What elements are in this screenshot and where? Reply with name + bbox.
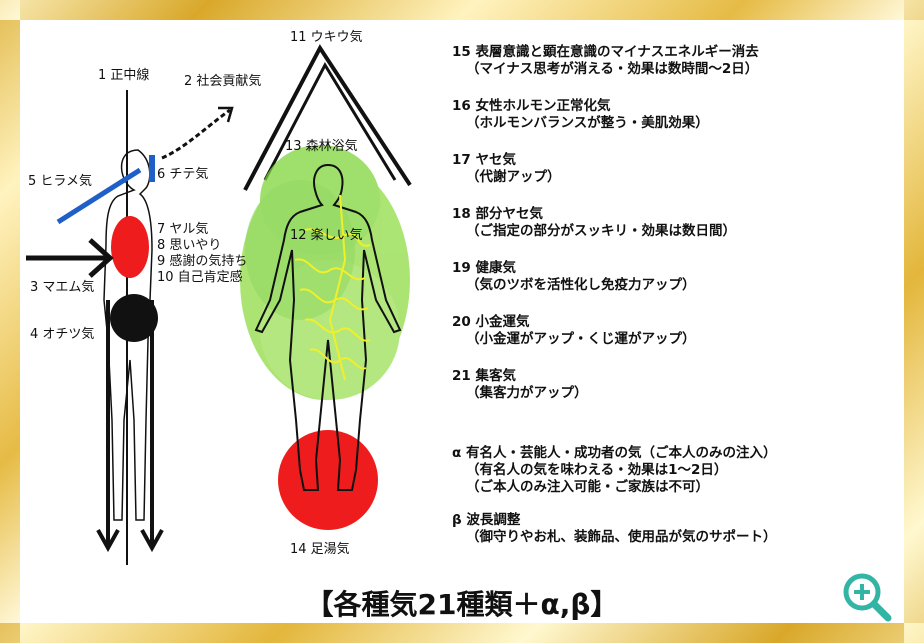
alpha-item: α 有名人・芸能人・成功者の気（ご本人のみの注入） （有名人の気を味わえる・効果… <box>452 445 777 495</box>
label-yaruki: 7 ヤル気 <box>157 222 209 237</box>
extra-list: α 有名人・芸能人・成功者の気（ご本人のみの注入） （有名人の気を味わえる・効果… <box>452 445 892 566</box>
yaruki-red-oval <box>111 216 149 278</box>
label-chite: 6 チテ気 <box>157 167 209 182</box>
list-item: 17 ヤセ気（代謝アップ） <box>452 152 561 185</box>
label-kansha: 9 感謝の気持ち <box>157 254 248 269</box>
beta-item: β 波長調整 （御守りやお札、装飾品、使用品が気のサポート） <box>452 512 777 545</box>
label-central-line: 1 正中線 <box>98 68 150 83</box>
label-omoiyari: 8 思いやり <box>157 238 222 253</box>
social-arrowhead <box>218 106 234 123</box>
label-maemu: 3 マエム気 <box>30 280 95 295</box>
tanoshii-yellow-scribbles <box>294 194 371 381</box>
left-arrowhead-1 <box>96 529 120 553</box>
list-item: 19 健康気（気のツボを活性化し免疫力アップ） <box>452 260 696 293</box>
label-tanoshii: 12 楽しい気 <box>290 228 363 243</box>
ukiuki-lines-inner <box>263 61 397 181</box>
zoom-in-icon[interactable] <box>843 573 892 622</box>
hirame-blue-line <box>56 167 142 225</box>
maemu-arrowhead <box>88 238 114 278</box>
ochitsu-black-circle <box>110 294 158 342</box>
list-item: 18 部分ヤセ気（ご指定の部分がスッキリ・効果は数日間） <box>452 206 736 239</box>
list-item: 15 表層意識と顕在意識のマイナスエネルギー消去（マイナス思考が消える・効果は数… <box>452 44 759 77</box>
list-item: 16 女性ホルモン正常化気（ホルモンバランスが整う・美肌効果） <box>452 98 709 131</box>
label-shinrinyoku: 13 森林浴気 <box>285 139 358 154</box>
label-hirame: 5 ヒラメ気 <box>28 174 93 189</box>
label-jiko-kotei: 10 自己肯定感 <box>157 270 243 285</box>
label-social-contribution: 2 社会貢献気 <box>184 74 262 89</box>
label-ochitsu: 4 オチツ気 <box>30 327 95 342</box>
ukiuki-lines <box>243 44 412 191</box>
effect-list: 15 表層意識と顕在意識のマイナスエネルギー消去（マイナス思考が消える・効果は数… <box>452 44 892 422</box>
label-ashiyu: 14 足湯気 <box>290 542 350 557</box>
right-body-outline <box>254 163 402 491</box>
list-item: 20 小金運気（小金運がアップ・くじ運がアップ） <box>452 314 696 347</box>
left-arrowhead-2 <box>140 529 164 553</box>
ashiyu-red-ball <box>278 430 378 530</box>
list-item: 21 集客気（集客力がアップ） <box>452 368 588 401</box>
page-title: 【各種気21種類＋α,β】 <box>305 588 619 621</box>
social-contribution-arrow <box>161 108 231 160</box>
label-ukiuki: 11 ウキウ気 <box>290 30 363 45</box>
